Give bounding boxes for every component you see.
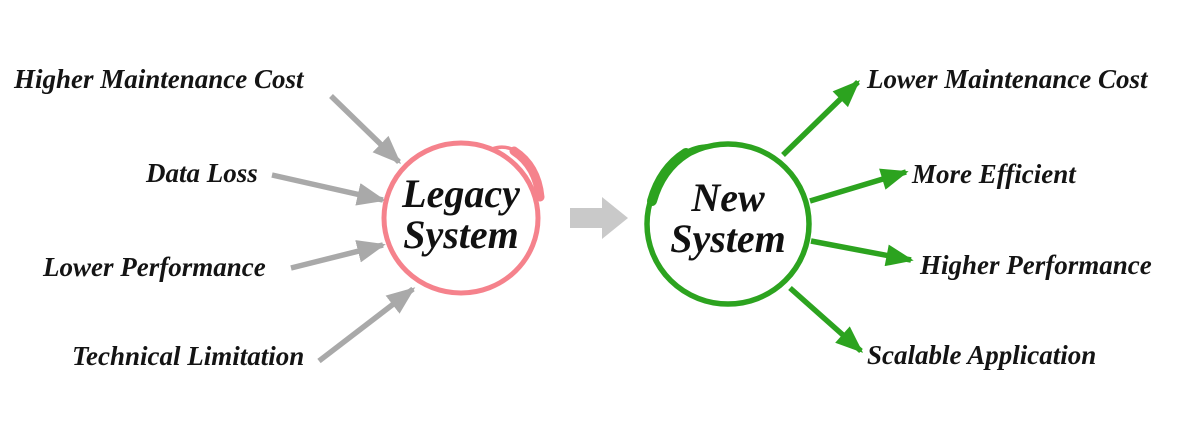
legacy-system-circle	[381, 140, 541, 296]
benefit-label-scalable-application: Scalable Application	[867, 340, 1097, 370]
drawback-label-technical-limitation: Technical Limitation	[72, 341, 305, 371]
drawback-label-higher-maintenance-cost: Higher Maintenance Cost	[14, 64, 304, 94]
benefit-arrow-more-efficient	[809, 168, 909, 204]
drawback-label-data-loss: Data Loss	[146, 158, 258, 188]
legacy-system-name-line2: System	[403, 212, 519, 257]
legacy-circle-swash-tail	[490, 145, 519, 154]
new-system-name-line2: System	[670, 216, 786, 261]
new-circle-swash-tail	[682, 144, 714, 155]
transition-arrow	[570, 197, 628, 239]
benefit-arrow-lower-maintenance-cost	[781, 80, 860, 157]
legacy-system-name: Legacy System	[356, 173, 566, 255]
drawback-arrow-lower-performance	[290, 240, 386, 271]
benefit-label-higher-performance: Higher Performance	[920, 250, 1152, 280]
drawback-arrow-higher-maintenance-cost	[329, 94, 402, 164]
new-system-name-line1: New	[691, 175, 765, 220]
benefit-arrow-scalable-application	[788, 285, 864, 354]
benefit-label-lower-maintenance-cost: Lower Maintenance Cost	[867, 64, 1148, 94]
drawback-arrow-technical-limitation	[317, 286, 416, 364]
drawback-arrow-data-loss	[271, 172, 386, 206]
benefit-arrow-higher-performance	[810, 238, 914, 267]
legacy-system-name-line1: Legacy	[402, 171, 520, 216]
benefit-label-more-efficient: More Efficient	[912, 159, 1076, 189]
legacy-circle-swash	[509, 146, 545, 202]
drawback-label-lower-performance: Lower Performance	[43, 252, 266, 282]
new-system-name: New System	[623, 177, 833, 259]
new-circle-swash	[647, 148, 691, 206]
new-system-circle	[644, 141, 812, 307]
